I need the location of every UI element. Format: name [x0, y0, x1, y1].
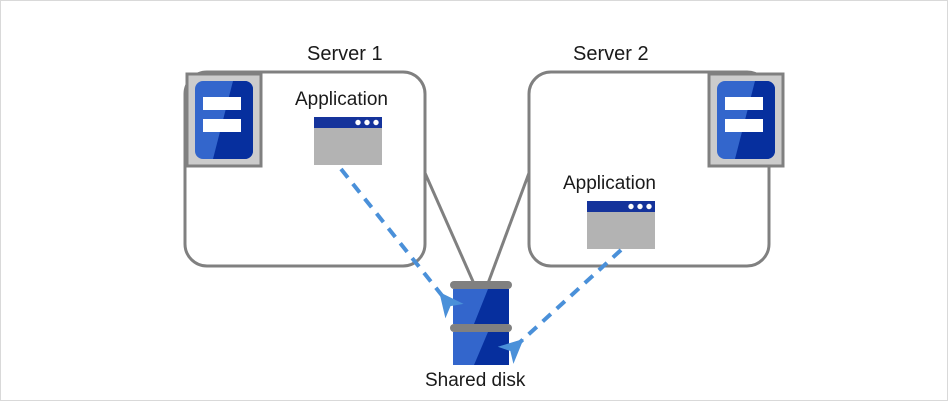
server-2-box: [527, 70, 771, 268]
server-1-title: Server 1: [307, 43, 383, 65]
application-1-label: Application: [295, 89, 388, 110]
server-1-icon: [185, 72, 263, 168]
access-arrow-app1-to-disk: [339, 167, 464, 319]
server-2-icon: [707, 72, 785, 168]
shared-disk-label: Shared disk: [425, 370, 526, 391]
shared-disk: [450, 281, 512, 365]
application-1-window: [314, 117, 382, 165]
link-server2-to-disk: [485, 172, 531, 287]
application-2-label: Application: [563, 173, 656, 194]
application-2-window: [587, 201, 655, 249]
access-arrow-app2-to-disk: [497, 248, 623, 364]
server-1-box: [183, 70, 427, 268]
server-2-title: Server 2: [573, 43, 649, 65]
link-server1-to-disk: [423, 172, 477, 287]
